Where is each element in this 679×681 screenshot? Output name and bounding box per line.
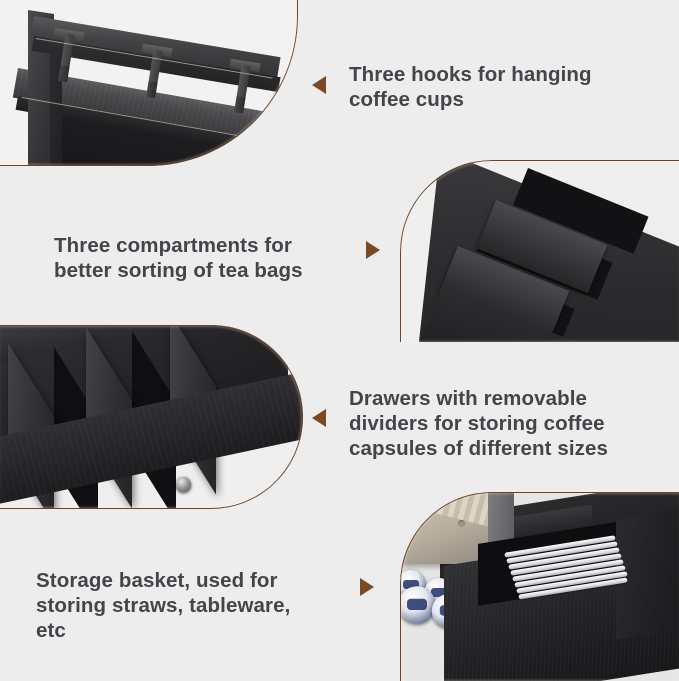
hooks-photo: [0, 0, 298, 166]
caption-compartments: Three compartments for better sorting of…: [54, 234, 303, 282]
arrow-left-icon: [312, 76, 326, 94]
photo-storage-basket: [400, 492, 679, 681]
caption-basket: Storage basket, used for storing straws,…: [36, 569, 291, 642]
drawer-photo: [0, 325, 303, 509]
photo-drawer-dividers: [0, 325, 303, 509]
arrow-right-icon: [360, 578, 374, 596]
compartments-photo: [400, 160, 679, 342]
arrow-left-icon: [312, 409, 326, 427]
caption-drawer: Drawers with removable dividers for stor…: [349, 387, 609, 460]
photo-hooks-rail: [0, 0, 298, 166]
caption-hooks: Three hooks for hanging coffee cups: [349, 63, 592, 111]
coffee-capsule-icon: [400, 586, 436, 624]
basket-photo: [400, 492, 679, 681]
drawer-knob-icon: [176, 477, 191, 492]
arrow-right-icon: [366, 241, 380, 259]
photo-three-compartments: [400, 160, 679, 342]
